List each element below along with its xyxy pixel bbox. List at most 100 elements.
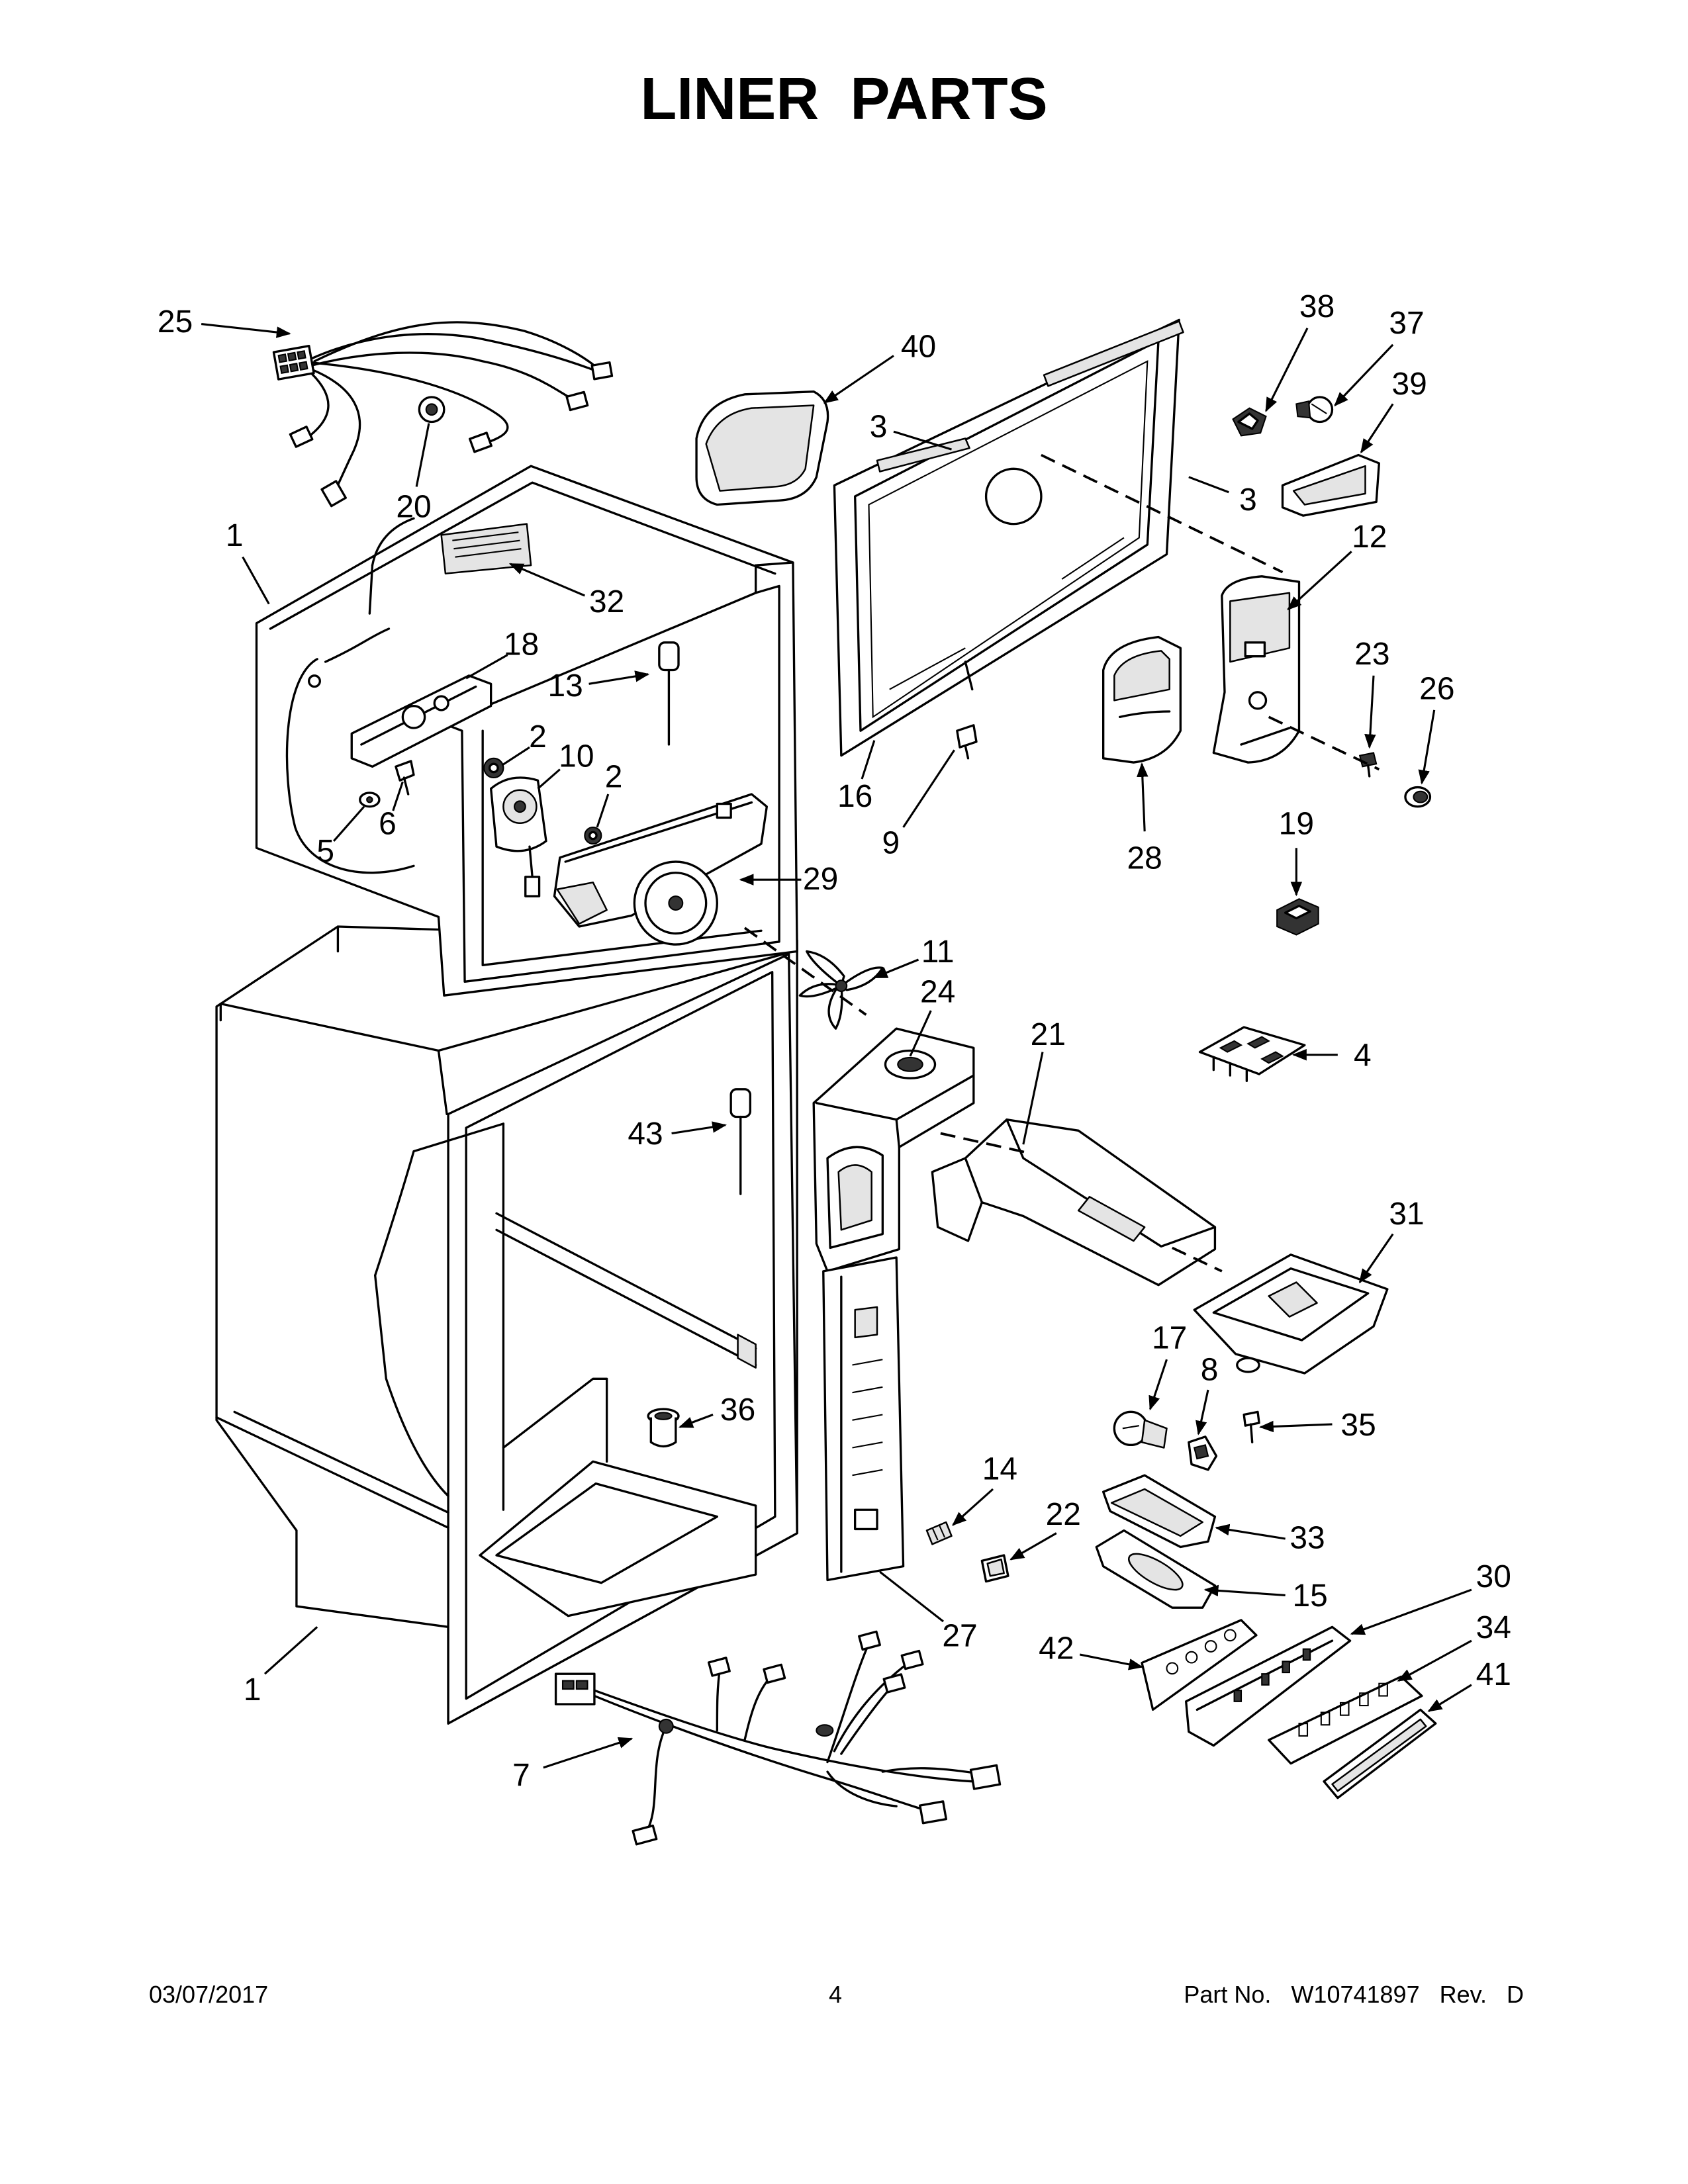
leader-41 [1427,1684,1472,1712]
callout-21: 21 [1031,1017,1066,1052]
callout-13: 13 [548,668,583,704]
callout-4: 4 [1354,1038,1372,1073]
leader-42 [1079,1653,1144,1670]
part-25-harness [272,321,614,508]
part-3-strip-a [876,437,970,473]
callout-29: 29 [803,862,838,897]
part-24-duct [812,1027,975,1273]
part-35-screw [1243,1410,1260,1443]
callout-30: 30 [1476,1559,1511,1594]
part-17-bulb [1113,1410,1168,1449]
part-9-screw [956,724,978,760]
leader-6 [392,781,404,811]
part-14 [925,1521,953,1545]
part-18 [350,674,492,768]
callout-6: 6 [379,806,397,841]
leader-21 [1022,1052,1044,1145]
alignment-lines [743,453,1380,1273]
callout-3-a: 3 [870,409,888,444]
part-5 [359,792,381,808]
leader-27 [879,1570,944,1623]
callout-7: 7 [512,1758,530,1793]
leader-17 [1149,1359,1168,1411]
leader-5 [332,805,365,842]
part-12-housing [1212,575,1301,764]
leader-13 [588,670,650,685]
part-10-motor [490,776,547,897]
leader-22 [1009,1532,1057,1561]
callout-41: 41 [1476,1657,1511,1692]
rev-value: D [1507,1981,1524,2008]
part-3-strip-b [1043,320,1184,387]
footer-date: 03/07/2017 [149,1981,269,2008]
part-6 [395,760,415,796]
leader-39 [1360,403,1394,454]
part-13 [658,641,680,746]
leader-23 [1364,675,1376,749]
callout-1-lower: 1 [244,1672,261,1707]
leader-8 [1196,1389,1209,1435]
part-1-lower-liner [215,925,798,1725]
part-29-shroud [553,793,769,946]
callout-5: 5 [316,834,334,869]
callout-38: 38 [1299,289,1335,324]
part-32 [440,523,532,574]
part-27-cover [822,1256,905,1582]
callout-26: 26 [1419,671,1454,706]
leader-37 [1334,343,1394,407]
leader-3-a [893,430,952,451]
leader-2-a [501,746,530,766]
leader-1-upper [242,556,270,605]
leader-16 [861,740,876,780]
callout-35: 35 [1340,1408,1376,1443]
part-28 [1102,635,1182,764]
leader-26 [1418,709,1436,785]
part-42 [1141,1619,1258,1711]
footer-page-number: 4 [828,1981,843,2008]
leader-38 [1265,328,1309,412]
leader-32 [508,563,585,597]
part-36-plug [647,1408,680,1448]
callout-40: 40 [901,330,936,365]
part-15 [1095,1529,1217,1609]
part-16-gasket [833,318,1180,757]
callouts: 25 20 1 32 18 13 2 10 2 5 6 29 4 [158,289,1511,1793]
callout-8: 8 [1201,1352,1219,1387]
callout-16: 16 [837,779,872,814]
leader-33 [1215,1524,1286,1540]
callout-36: 36 [720,1392,755,1428]
leader-18 [465,654,508,680]
part-2-b [584,826,602,845]
callout-10: 10 [559,739,594,774]
callout-42: 42 [1039,1631,1074,1666]
callout-9: 9 [882,826,900,861]
leader-9 [902,749,955,828]
callout-2-b: 2 [605,760,623,795]
part-20-grommet [418,396,445,424]
part-7-harness [554,1630,1002,1846]
callout-33: 33 [1289,1521,1325,1556]
leader-28 [1137,762,1149,832]
callout-37: 37 [1389,306,1424,341]
part-8-socket [1188,1435,1218,1471]
part-no-value: W10741897 [1291,1981,1420,2008]
callout-1-upper: 1 [226,518,244,553]
callout-23: 23 [1354,637,1389,672]
leader-14 [951,1488,994,1526]
leader-31 [1358,1233,1394,1284]
callout-25: 25 [158,304,193,340]
leader-11 [872,958,919,979]
footer-part-info: Part No. W10741897 Rev. D [1184,1983,1524,2007]
part-37-bulb [1295,396,1334,424]
callout-18: 18 [504,627,539,662]
leader-25 [201,323,291,338]
part-22 [980,1554,1009,1583]
part-30 [1185,1625,1352,1747]
leader-43 [671,1121,727,1135]
part-4-board [1198,1026,1306,1083]
leader-3-b [1188,476,1229,494]
leader-35 [1258,1420,1333,1433]
leader-40 [823,355,894,404]
